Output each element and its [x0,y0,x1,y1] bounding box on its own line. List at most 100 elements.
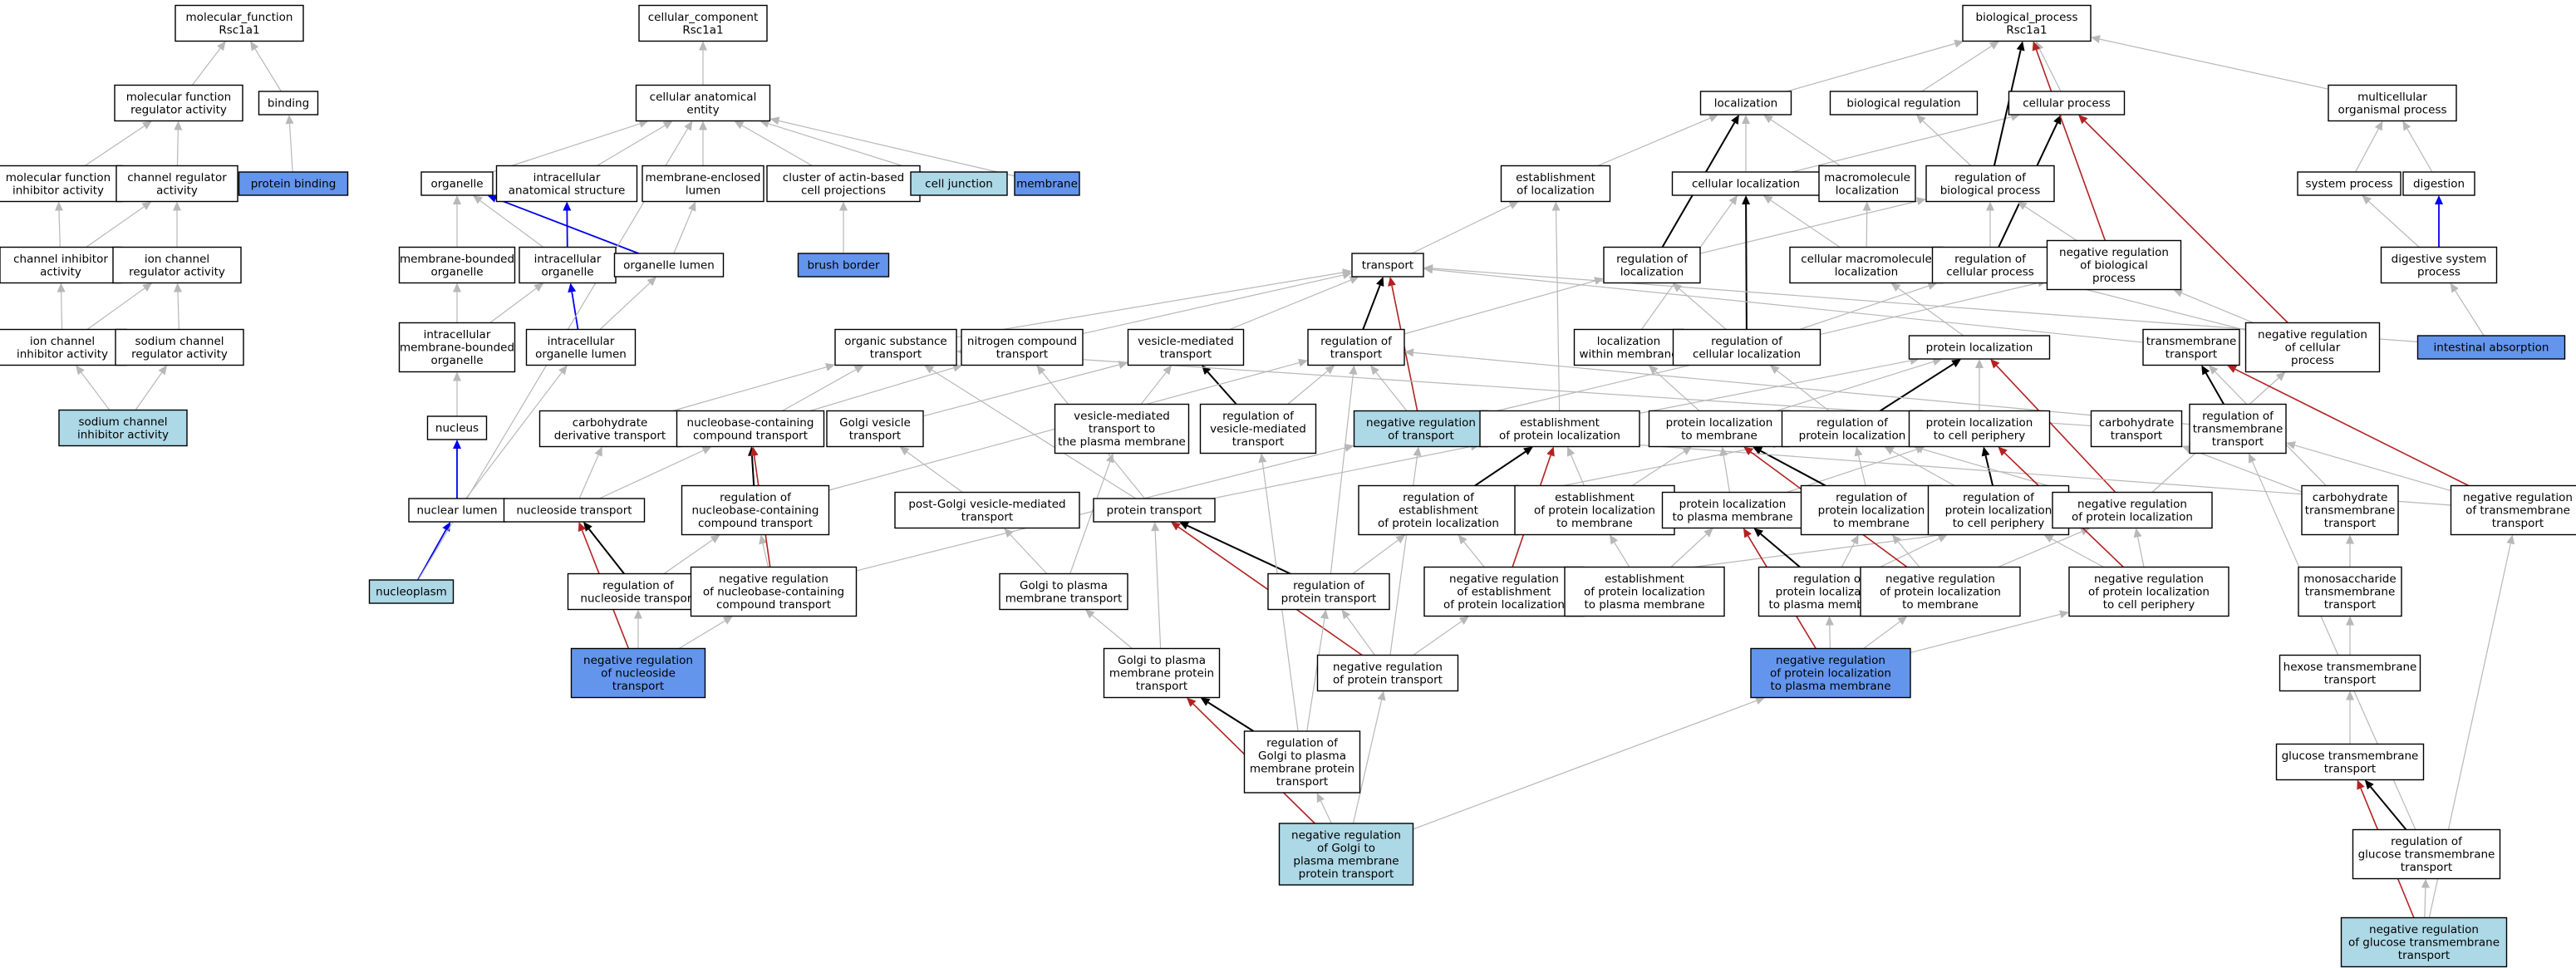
node-label-line: transport [2398,949,2450,962]
arrowhead [2032,41,2041,52]
node-label-line: to membrane [1681,429,1757,442]
node-label-line: of cellular [2285,342,2341,355]
node-label-line: membrane protein [1250,762,1354,775]
edge-is-a [473,195,544,248]
arrowhead [1179,522,1190,530]
node-box [116,165,238,203]
node-box [642,165,764,203]
arrowhead [759,534,767,545]
node-label-line: carbohydrate [2099,416,2175,430]
node-label-line: post-Golgi vesicle-mediated [908,498,1065,511]
arrowhead [1897,616,1908,626]
edge-is-a [2017,201,2077,242]
edge-is-a [285,115,294,173]
node-box [1925,165,2055,203]
node-label-line: cellular localization [1692,178,1800,191]
edge-is-a [492,120,649,173]
arrowhead [1370,365,1379,376]
arrowhead [750,446,759,457]
go-term-node: nucleoplasm [368,579,455,604]
node-label-line: localization [1836,184,1899,197]
node-label-line: negative regulation [1366,416,1476,430]
node-label-line: nitrogen compound [967,335,1077,348]
node-box [2328,84,2457,122]
edge-regulates [1362,277,1384,330]
arrowhead [2208,365,2219,375]
node-label-line: transport [2324,598,2376,612]
arrowhead [2506,534,2515,545]
arrowhead [1458,534,1467,545]
node-box [1672,328,1821,366]
node-label-line: cell projections [801,184,886,197]
arrowhead [2374,120,2383,131]
arrowhead [2286,441,2296,450]
arrowhead [2016,41,2025,52]
node-box [503,498,646,523]
node-box [2402,171,2475,196]
arrowhead [638,120,649,128]
arrowhead [2133,528,2142,538]
node-box [420,171,494,196]
node-label-line: of protein localization [2088,586,2210,599]
node-box [1093,498,1216,523]
arrowhead [142,283,153,292]
node-label-line: transport [1160,347,1212,361]
node-label-line: cellular localization [1693,347,1801,361]
arrowhead [1703,528,1713,538]
arrowhead [2346,690,2354,700]
edge-regulates [1981,446,1994,486]
node-box [115,328,244,366]
edge-is-a [1413,616,1469,656]
arrowhead [1851,534,1859,545]
node-label-line: transport [870,347,922,361]
node-label-line: of protein localization [1499,429,1620,442]
edge-is-a [1825,616,1834,649]
edge-part-of [417,522,451,581]
node-label-line: intracellular [533,171,601,184]
node-label-line: inhibitor activity [77,428,169,441]
arrowhead [1990,359,2000,369]
node-label-line: regulation of [1320,335,1393,348]
edge-is-a [453,371,461,416]
node-label-line: establishment [1399,504,1478,518]
edge-is-a [1916,115,1972,166]
node-label-line: negative regulation [1776,654,1885,667]
edge-is-a [2402,120,2433,173]
node-label-line: molecular function [6,171,111,184]
node-label-line: organic substance [844,335,946,348]
arrowhead [1171,522,1181,531]
arrowhead [217,41,226,52]
node-label-line: of protein localization [1770,667,1891,681]
node-label-line: transport [1330,347,1382,361]
node-label-line: localization [1835,265,1898,278]
node-label-line: of protein localization [1880,586,2001,599]
arrowhead [1395,534,1406,544]
arrowhead [173,201,181,211]
node-box [1316,654,1459,692]
edges-layer [54,35,2515,918]
node-label-line: transmembrane [2146,335,2237,348]
node-box [1423,566,1585,617]
node-label-line: regulation of [1222,410,1295,423]
arrowhead [1742,195,1751,205]
node-box [1103,647,1221,699]
node-label-line: regulation of [1793,572,1866,586]
node-label-line: to plasma membrane [1768,598,1889,612]
node-label-line: organelle [430,178,483,191]
node-label-line: negative regulation [1291,828,1401,842]
node-label-line: protein localization [1776,586,1883,599]
node-box [114,84,243,122]
arrowhead [2173,289,2184,297]
node-box [1800,484,1943,536]
node-label-line: regulation of [1836,491,1908,504]
arrowhead [1566,446,1576,457]
